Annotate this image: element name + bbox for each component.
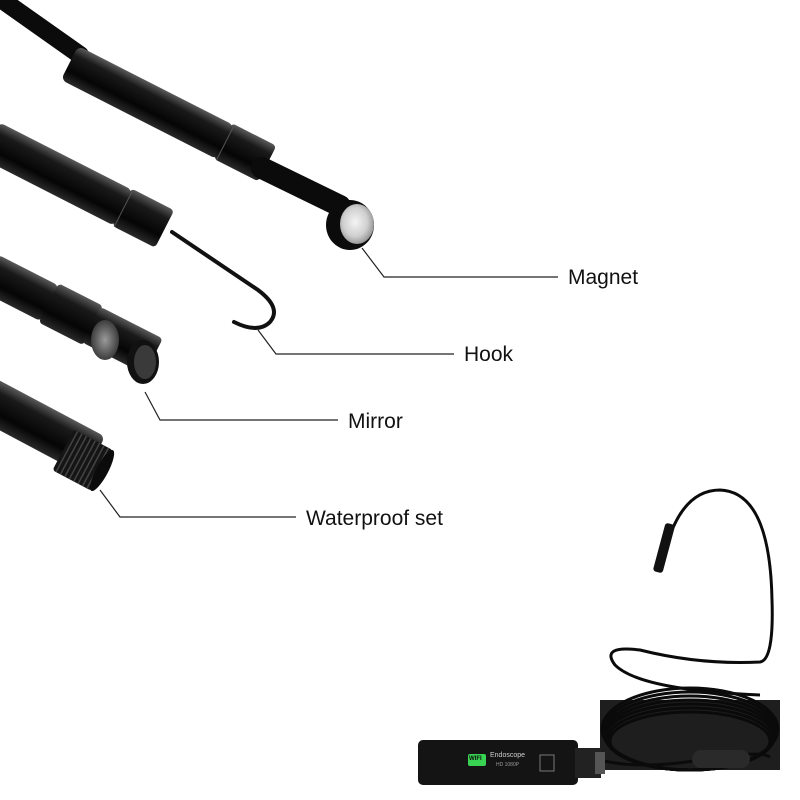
hook-accessory bbox=[0, 124, 276, 330]
leader-line-magnet bbox=[361, 247, 558, 278]
dongle-subtitle-text: HD 1080P bbox=[496, 762, 520, 768]
callout-label-hook: Hook bbox=[464, 343, 514, 366]
callout-label-mirror: Mirror bbox=[348, 410, 403, 433]
leader-line-hook bbox=[257, 329, 454, 355]
leader-line-waterproof bbox=[99, 489, 296, 518]
leader-line-mirror bbox=[144, 391, 338, 421]
leader-lines bbox=[99, 247, 558, 518]
callout-label-magnet: Magnet bbox=[568, 266, 639, 289]
wifi-dongle bbox=[418, 740, 605, 785]
dongle-badge-text: WIFI bbox=[469, 756, 482, 762]
callout-label-waterproof: Waterproof set bbox=[306, 507, 443, 530]
mirror-accessory bbox=[0, 256, 162, 384]
hook-tip-icon bbox=[170, 230, 276, 330]
waterproof-accessory bbox=[0, 377, 115, 492]
mirror-tip-icon bbox=[91, 320, 159, 384]
waterproof-cap-icon bbox=[53, 430, 115, 492]
magnet-tip-icon bbox=[326, 200, 374, 250]
endoscope-device bbox=[418, 488, 780, 785]
dongle-title-text: Endoscope bbox=[490, 752, 526, 759]
wifi-badge bbox=[468, 754, 486, 766]
magnet-accessory bbox=[0, 0, 374, 250]
